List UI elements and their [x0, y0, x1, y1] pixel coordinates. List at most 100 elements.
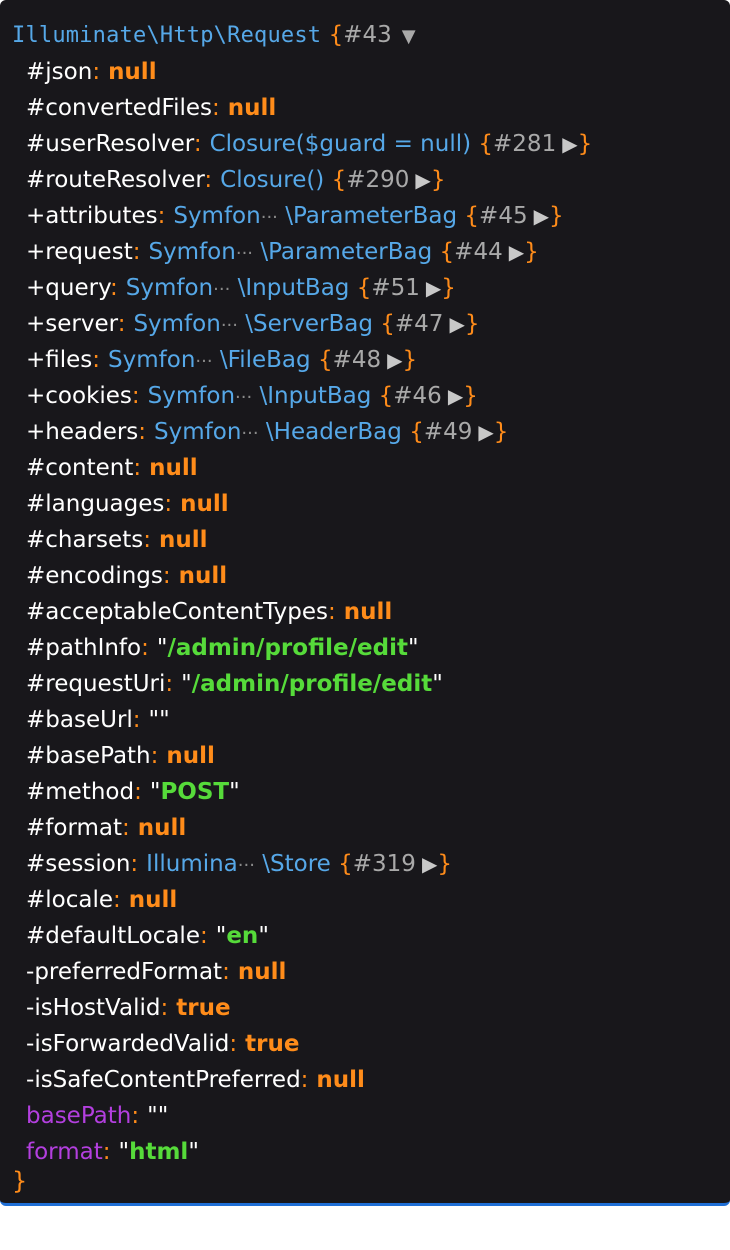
close-quote: " [159, 707, 170, 733]
object-class[interactable]: Symfon··· \ServerBag [133, 311, 373, 337]
triangle-right-icon[interactable]: ▶ [478, 420, 494, 444]
colon: : [133, 455, 142, 481]
ellipsis[interactable]: ··· [241, 423, 259, 444]
property-row[interactable]: #session:Illumina··· \Store {#319▶} [26, 846, 592, 882]
bool-value: true [176, 995, 231, 1021]
class-tail: \ServerBag [237, 311, 373, 337]
open-quote: " [149, 779, 161, 805]
class-tail: \HeaderBag [258, 419, 402, 445]
null-value: null [128, 887, 178, 913]
property-row: #content:null [26, 450, 592, 486]
triangle-right-icon[interactable]: ▶ [421, 852, 438, 876]
object-ref: #47 [394, 311, 444, 337]
visibility-marker: # [26, 923, 46, 949]
colon: : [150, 743, 159, 769]
object-close-brace: } [464, 311, 480, 337]
close-quote: " [432, 671, 443, 697]
colon: : [212, 95, 220, 121]
colon: : [122, 815, 130, 841]
property-key: routeResolver [45, 167, 205, 193]
ellipsis[interactable]: ··· [195, 351, 213, 372]
visibility-marker: # [26, 563, 46, 589]
ellipsis[interactable]: ··· [260, 207, 278, 228]
object-open-brace[interactable]: { [338, 851, 353, 877]
ellipsis[interactable]: ··· [237, 855, 255, 876]
null-value: null [227, 95, 277, 121]
property-row[interactable]: +request:Symfon··· \ParameterBag {#44▶} [26, 234, 592, 270]
property-row[interactable]: +cookies:Symfon··· \InputBag {#46▶} [26, 378, 592, 414]
caret-down-icon[interactable]: ▼ [401, 26, 416, 47]
object-class[interactable]: Closure() [220, 167, 324, 193]
property-row[interactable]: +attributes:Symfon··· \ParameterBag {#45… [26, 198, 592, 234]
object-class[interactable]: Symfon··· \InputBag [126, 275, 350, 301]
object-class[interactable]: Symfon··· \ParameterBag [173, 203, 457, 229]
string-value: POST [160, 779, 230, 805]
property-row[interactable]: +files:Symfon··· \FileBag {#48▶} [26, 342, 592, 378]
ellipsis[interactable]: ··· [220, 315, 238, 336]
colon: : [131, 1103, 140, 1129]
object-ref: #46 [393, 383, 442, 409]
property-key: query [45, 275, 111, 301]
triangle-right-icon[interactable]: ▶ [508, 240, 525, 264]
property-key: languages [45, 491, 165, 517]
triangle-right-icon[interactable]: ▶ [415, 168, 431, 192]
visibility-marker: + [26, 239, 46, 265]
object-open-brace[interactable]: { [317, 347, 333, 373]
property-row: -isForwardedValid:true [26, 1026, 592, 1062]
property-row[interactable]: +query:Symfon··· \InputBag {#51▶} [26, 270, 592, 306]
visibility-marker: # [26, 707, 46, 733]
root-ref: #43 [343, 22, 392, 48]
property-row: #method:"POST" [26, 774, 592, 810]
object-ref: #51 [371, 275, 420, 301]
ellipsis[interactable]: ··· [213, 279, 231, 300]
object-open-brace[interactable]: { [356, 275, 372, 301]
property-key: session [45, 851, 131, 877]
property-key: files [45, 347, 93, 373]
object-open-brace[interactable]: { [409, 419, 424, 445]
object-class[interactable]: Symfon··· \ParameterBag [148, 239, 432, 265]
triangle-right-icon[interactable]: ▶ [562, 132, 578, 156]
property-row[interactable]: #userResolver:Closure($guard = null) {#2… [26, 126, 592, 162]
visibility-marker: - [26, 959, 35, 985]
colon: : [141, 635, 149, 661]
triangle-right-icon[interactable]: ▶ [533, 204, 549, 228]
object-close-brace: } [493, 419, 509, 445]
object-open-brace[interactable]: { [439, 239, 455, 265]
triangle-right-icon[interactable]: ▶ [387, 348, 403, 372]
colon: : [134, 779, 142, 805]
object-open-brace[interactable]: { [378, 383, 394, 409]
object-class[interactable]: Symfon··· \HeaderBag [154, 419, 402, 445]
object-open-brace[interactable]: { [380, 311, 395, 337]
root-open-brace[interactable]: {#43▼ [328, 22, 416, 48]
object-open-brace[interactable]: { [464, 203, 480, 229]
ellipsis[interactable]: ··· [235, 387, 253, 408]
triangle-right-icon[interactable]: ▶ [449, 312, 465, 336]
colon: : [300, 1067, 309, 1093]
object-close-brace: } [524, 239, 539, 265]
colon: : [327, 599, 336, 625]
property-row[interactable]: #routeResolver:Closure() {#290▶} [26, 162, 592, 198]
property-row: #defaultLocale:"en" [26, 918, 592, 954]
object-open-brace[interactable]: { [478, 131, 494, 157]
property-row[interactable]: +server:Symfon··· \ServerBag {#47▶} [26, 306, 592, 342]
colon: : [204, 167, 213, 193]
property-row[interactable]: +headers:Symfon··· \HeaderBag {#49▶} [26, 414, 592, 450]
object-open-brace[interactable]: { [331, 167, 347, 193]
object-class[interactable]: Symfon··· \FileBag [108, 347, 311, 373]
triangle-right-icon[interactable]: ▶ [425, 276, 442, 300]
object-class[interactable]: Symfon··· \InputBag [148, 383, 372, 409]
object-class[interactable]: Illumina··· \Store [146, 851, 331, 877]
property-key: pathInfo [45, 635, 142, 661]
string-value: html [129, 1139, 189, 1165]
object-close-brace: } [437, 851, 452, 877]
ellipsis[interactable]: ··· [235, 243, 254, 264]
property-key: server [45, 311, 118, 337]
property-row: -preferredFormat:null [26, 954, 592, 990]
object-class[interactable]: Closure($guard = null) [210, 131, 472, 157]
colon: : [143, 527, 151, 553]
open-quote: " [156, 635, 168, 661]
property-key: content [45, 455, 134, 481]
triangle-right-icon[interactable]: ▶ [447, 384, 464, 408]
property-key: convertedFiles [45, 95, 213, 121]
colon: : [157, 203, 166, 229]
